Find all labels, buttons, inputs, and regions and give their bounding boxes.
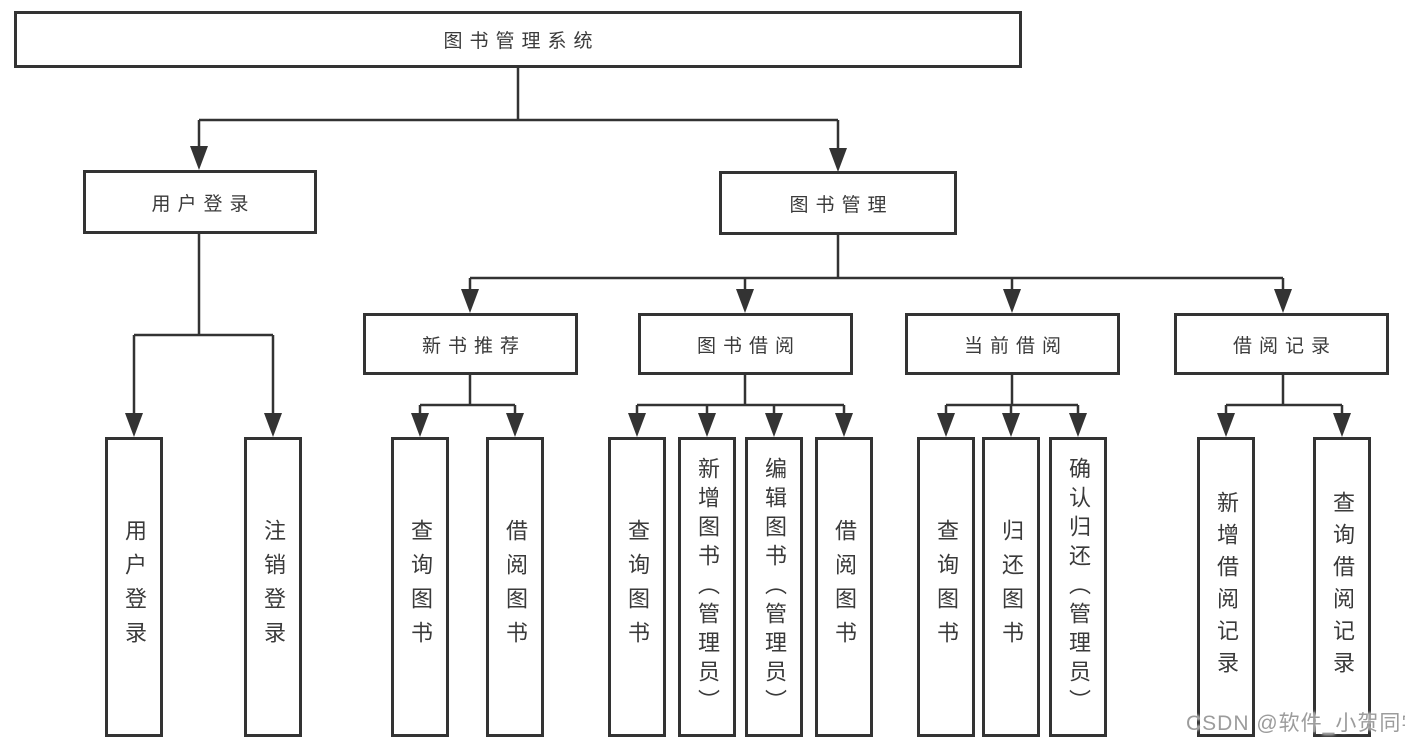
leaf-add-borrow-record: 新增借阅记录 — [1197, 437, 1255, 737]
node-user-login: 用户登录 — [83, 170, 317, 234]
leaf-query-books-borrowing: 查询图书 — [608, 437, 666, 737]
arrowheads — [125, 146, 1351, 437]
node-label: 用户登录 — [122, 519, 147, 655]
node-label: 当前借阅 — [963, 335, 1068, 357]
node-label: 查询图书 — [625, 519, 650, 655]
node-borrowing-records: 借阅记录 — [1174, 313, 1389, 375]
node-label: 借阅图书 — [503, 519, 528, 655]
node-label: 图书借阅 — [696, 335, 801, 357]
csdn-watermark: CSDN @软件_小贺同学 — [1186, 712, 1405, 735]
node-label: 借阅图书 — [832, 519, 857, 655]
node-label: 编辑图书（管理员） — [762, 456, 787, 718]
node-label: 图书管理系统 — [443, 31, 600, 52]
node-label: 注销登录 — [261, 519, 286, 655]
leaf-query-borrow-record: 查询借阅记录 — [1313, 437, 1371, 737]
leaf-user-login: 用户登录 — [105, 437, 163, 737]
node-label: 确认归还（管理员） — [1066, 456, 1091, 718]
node-current-borrowing: 当前借阅 — [905, 313, 1120, 375]
leaf-query-books-current: 查询图书 — [917, 437, 975, 737]
node-new-book-recommendation: 新书推荐 — [363, 313, 578, 375]
leaf-query-books-recommend: 查询图书 — [391, 437, 449, 737]
node-label: 归还图书 — [999, 519, 1024, 655]
node-label: 借阅记录 — [1232, 335, 1337, 357]
leaf-edit-book-admin: 编辑图书（管理员） — [745, 437, 803, 737]
node-book-borrowing: 图书借阅 — [638, 313, 853, 375]
node-label: 查询图书 — [408, 519, 433, 655]
node-label: 新增借阅记录 — [1214, 491, 1239, 683]
node-root-system: 图书管理系统 — [14, 11, 1022, 68]
leaf-borrow-books-borrowing: 借阅图书 — [815, 437, 873, 737]
node-label: 新书推荐 — [421, 335, 526, 357]
leaf-confirm-return-admin: 确认归还（管理员） — [1049, 437, 1107, 737]
node-book-management: 图书管理 — [719, 171, 957, 235]
leaf-return-books: 归还图书 — [982, 437, 1040, 737]
node-label: 用户登录 — [151, 193, 256, 215]
node-label: 图书管理 — [789, 194, 894, 216]
node-label: 查询图书 — [934, 519, 959, 655]
leaf-add-book-admin: 新增图书（管理员） — [678, 437, 736, 737]
node-label: 新增图书（管理员） — [695, 456, 720, 718]
leaf-borrow-books-recommend: 借阅图书 — [486, 437, 544, 737]
leaf-logout: 注销登录 — [244, 437, 302, 737]
node-label: 查询借阅记录 — [1330, 491, 1355, 683]
